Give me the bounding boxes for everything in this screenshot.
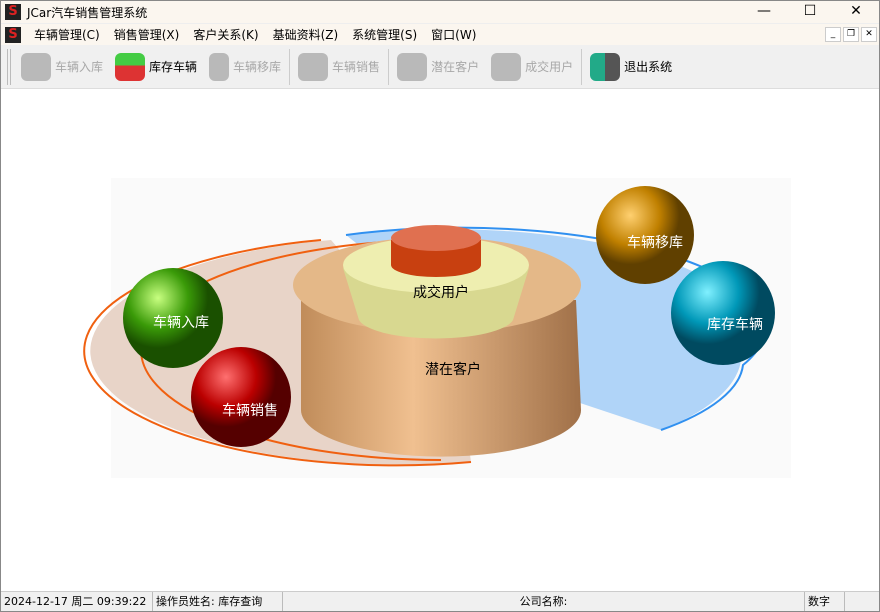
toolbar-grip[interactable] — [7, 48, 11, 85]
sphere-vehicle-sale[interactable] — [191, 347, 291, 447]
label: 车辆入库 — [55, 60, 104, 74]
menu-sales[interactable]: 销售管理(X) — [113, 28, 180, 42]
menu-basic[interactable]: 基础资料(Z) — [272, 28, 339, 42]
close-button[interactable]: ✕ — [850, 3, 862, 19]
vehicle-in-label[interactable]: 车辆入库 — [153, 314, 209, 331]
truck-icon — [21, 52, 51, 81]
potential-customer-label[interactable]: 潜在客户 — [425, 361, 481, 378]
move-icon — [209, 52, 230, 81]
vehicle-sale-button[interactable]: 车辆销售 — [292, 47, 386, 87]
customer-icon — [397, 52, 428, 81]
label: 退出系统 — [624, 60, 673, 74]
label: 车辆销售 — [332, 60, 381, 74]
deal-user-button[interactable]: 成交用户 — [485, 47, 579, 87]
status-numlock: 数字 — [805, 592, 845, 611]
sphere-vehicle-in[interactable] — [123, 268, 223, 368]
window-title: JCar汽车销售管理系统 — [27, 5, 148, 20]
sale-icon — [298, 52, 329, 81]
stock-vehicles-button[interactable]: 库存车辆 — [109, 47, 203, 87]
menu-customer[interactable]: 客户关系(K) — [193, 28, 259, 42]
potential-customer-button[interactable]: 潜在客户 — [391, 47, 485, 87]
main-area: 成交用户 潜在客户 车辆入库 车辆销售 车辆移库 库存车辆 — [1, 90, 879, 589]
separator — [388, 48, 390, 85]
label: 车辆移库 — [233, 60, 282, 74]
vehicle-sale-label[interactable]: 车辆销售 — [222, 402, 278, 419]
status-bar: 2024-12-17 周二 09:39:22 操作员姓名: 库存查询 公司名称:… — [1, 591, 879, 611]
potential-customer-cylinder — [301, 300, 581, 457]
menu-bar: S 车辆管理(C) 销售管理(X) 客户关系(K) 基础资料(Z) 系统管理(S… — [1, 23, 879, 45]
label: 潜在客户 — [431, 60, 480, 74]
deal-user-label[interactable]: 成交用户 — [413, 284, 469, 301]
stock-label[interactable]: 库存车辆 — [707, 316, 763, 333]
mdi-restore-button[interactable]: ❐ — [843, 27, 859, 42]
separator — [581, 48, 583, 85]
status-datetime: 2024-12-17 周二 09:39:22 — [1, 592, 153, 611]
sphere-vehicle-move[interactable] — [596, 186, 694, 284]
exit-button[interactable]: 退出系统 — [584, 47, 678, 87]
menu-system[interactable]: 系统管理(S) — [352, 28, 418, 42]
vehicle-in-button[interactable]: 车辆入库 — [15, 47, 109, 87]
mdi-minimize-button[interactable]: _ — [825, 27, 841, 42]
cars-icon — [115, 52, 146, 81]
workflow-diagram: 成交用户 潜在客户 车辆入库 车辆销售 车辆移库 库存车辆 — [83, 178, 791, 478]
label: 成交用户 — [525, 60, 574, 74]
menu-vehicle[interactable]: 车辆管理(C) — [34, 28, 100, 42]
app-logo-icon: S — [5, 4, 21, 20]
orange-arc — [83, 239, 472, 467]
toolbar: 车辆入库 库存车辆 车辆移库 车辆销售 潜在客户 成交用户 退出系统 — [1, 45, 879, 89]
center-cylinder-top — [391, 225, 481, 251]
vehicle-move-button[interactable]: 车辆移库 — [203, 47, 287, 87]
minimize-button[interactable]: — — [757, 3, 771, 19]
status-operator: 操作员姓名: 库存查询 — [153, 592, 283, 611]
exit-door-icon — [590, 52, 621, 81]
separator — [289, 48, 291, 85]
mdi-close-button[interactable]: ✕ — [861, 27, 877, 42]
mdi-logo-icon: S — [5, 26, 21, 43]
status-company: 公司名称: — [283, 592, 805, 611]
sphere-stock[interactable] — [671, 261, 775, 365]
vehicle-move-label[interactable]: 车辆移库 — [627, 234, 683, 251]
maximize-button[interactable]: ☐ — [803, 3, 817, 19]
label: 库存车辆 — [149, 60, 198, 74]
title-bar: S JCar汽车销售管理系统 — ☐ ✕ — [1, 1, 879, 23]
user-icon — [491, 52, 522, 81]
menu-window[interactable]: 窗口(W) — [431, 28, 477, 42]
